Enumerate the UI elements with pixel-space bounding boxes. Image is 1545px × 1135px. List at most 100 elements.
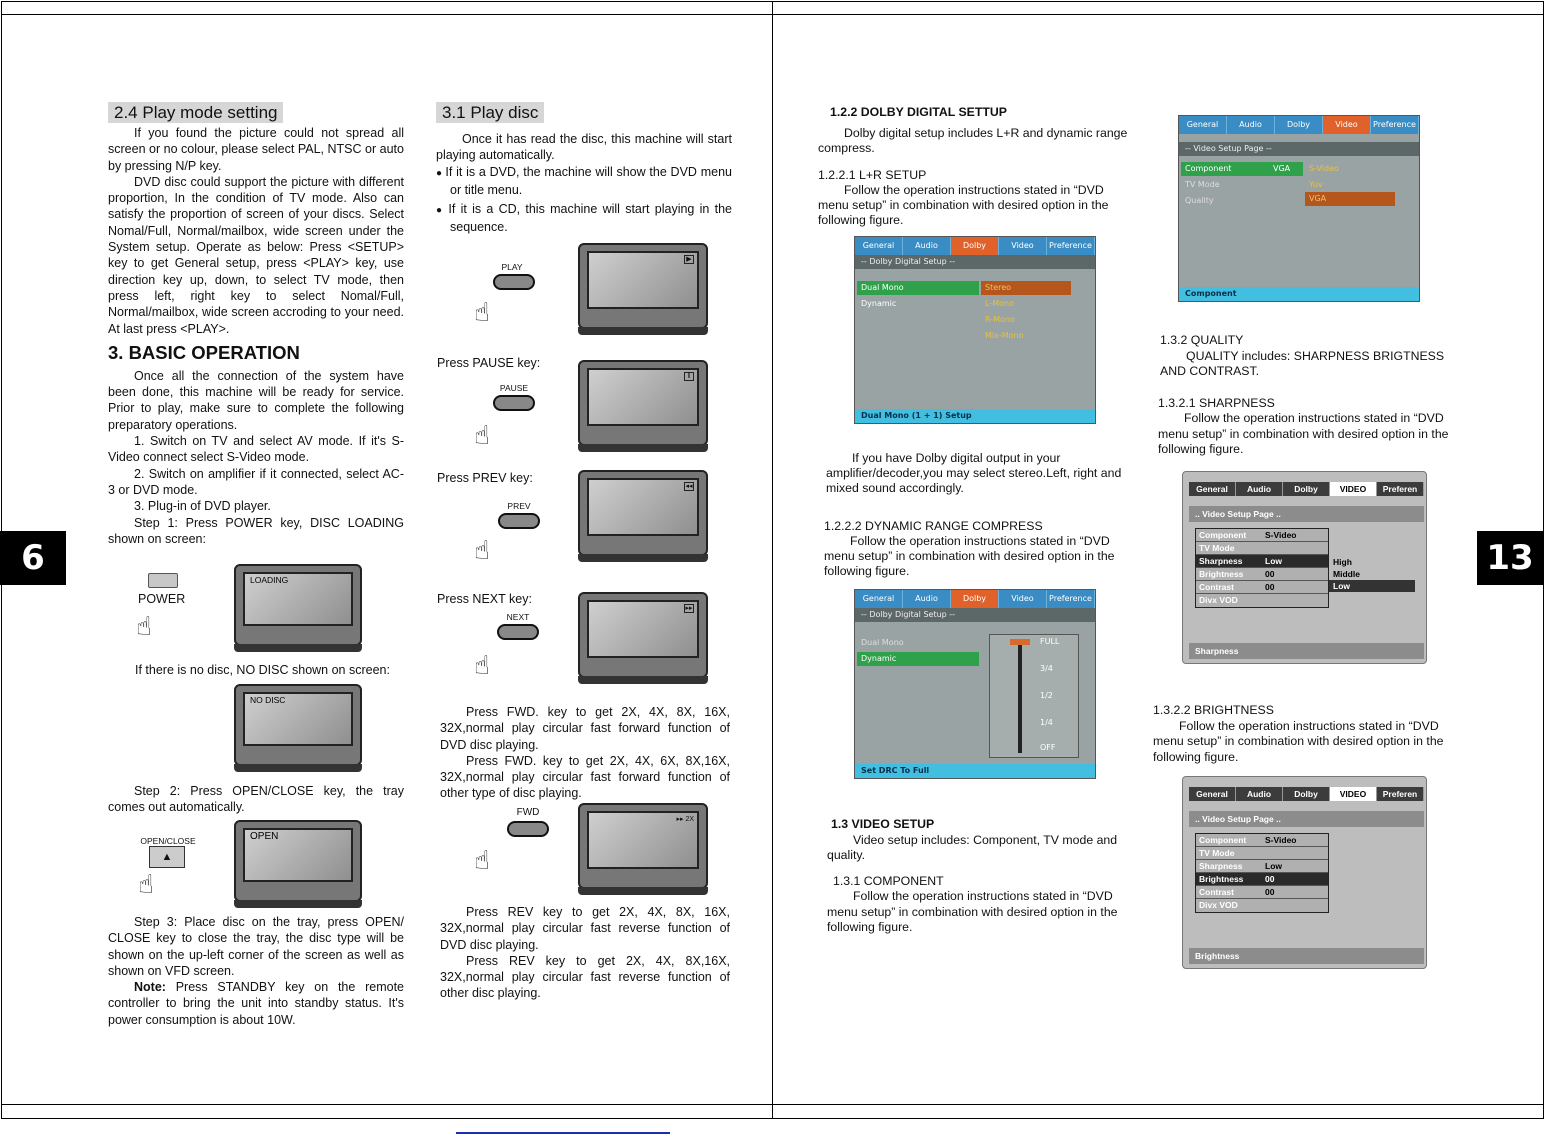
menu-row-dual-mono[interactable]: Dual Mono [861,638,904,647]
heading-lr: 1.2.2.1 L+R SETUP [818,168,927,182]
menu-row-dynamic[interactable]: Dynamic [861,299,897,308]
option-r-mono[interactable]: R-Mono [985,315,1015,324]
rev-para-1: Press REV key to get 2X, 4X, 8X, 16X, 32… [440,905,730,952]
prev-caption: Press PREV key: [437,471,533,485]
row-value: 00 [1265,874,1275,884]
eject-button: ▲ [149,846,185,868]
option-yuv[interactable]: Yuv [1309,180,1323,189]
option-mix-mono[interactable]: Mix-Mono [985,331,1024,340]
menu-row-dual-mono[interactable]: Dual Mono [857,281,979,295]
pause-label: PAUSE [499,383,529,393]
play-label: PLAY [501,262,523,272]
step-list-2: 2. Switch on amplifier if it connected, … [108,466,404,497]
option-middle[interactable]: Middle [1333,569,1360,579]
tv-2x-text: ▸▸ 2X [676,815,694,823]
fwd-icon: ▸▸ [676,816,684,823]
slider-track [1018,639,1022,753]
tab-audio[interactable]: Audio [1236,482,1283,496]
row-label: TV Mode [1199,543,1235,553]
slider-thumb[interactable] [1010,639,1030,645]
heading-brightness: 1.3.2.2 BRIGHTNESS [1153,703,1274,717]
tab-video[interactable]: VIDEO [1330,787,1377,801]
option-stereo[interactable]: Stereo [981,281,1071,295]
tab-video[interactable]: Video [999,237,1047,255]
level-off: OFF [1040,743,1056,752]
row-divx-vod[interactable]: Divx VOD [1196,594,1328,607]
tab-audio[interactable]: Audio [1236,787,1283,801]
tab-general[interactable]: General [855,590,903,608]
tab-preference[interactable]: Preferen [1377,482,1424,496]
note-text: Note: Press STANDBY key on the remote co… [108,979,404,1028]
tab-audio[interactable]: Audio [903,590,951,608]
tab-video[interactable]: Video [1323,116,1371,134]
prev-icon: ◂◂ [684,482,694,491]
level-full: FULL [1040,637,1060,646]
heading-quality: 1.3.2 QUALITY [1160,333,1244,347]
hand-icon: ☝ [474,846,490,876]
para-component: Follow the operation instructions stated… [827,889,1118,934]
menu-row-quality[interactable]: Quality [1185,196,1214,205]
tab-preference[interactable]: Preference [1047,237,1095,255]
option-s-video[interactable]: S-Video [1309,164,1339,173]
para-play-mode-1: If you found the picture could not sprea… [108,126,404,173]
hand-icon: ☝ [474,536,490,566]
drc-slider[interactable]: FULL 3/4 1/2 1/4 OFF [989,634,1079,758]
fwd-button [507,821,549,837]
row-divx-vod[interactable]: Divx VOD [1196,899,1328,912]
row-value: Low [1265,556,1282,566]
brightness-text-block: 1.3.2.2 BRIGHTNESS Follow the operation … [1153,703,1463,765]
tab-dolby[interactable]: Dolby [1283,787,1330,801]
hand-icon: ☝ [138,870,154,900]
menu-subtitle: .. Video Setup Page .. [1189,506,1424,522]
note-body: Press STANDBY key on the remote controll… [108,980,404,1027]
fwd-text: Press FWD. key to get 2X, 4X, 8X, 16X, 3… [440,704,730,802]
prev-button [498,513,540,529]
row-tv-mode[interactable]: TV Mode [1196,847,1328,860]
next-caption: Press NEXT key: [437,592,532,606]
tab-preference[interactable]: Preferen [1377,787,1424,801]
tab-preference[interactable]: Preference [1371,116,1419,134]
tab-video[interactable]: VIDEO [1330,482,1377,496]
menu-row-tv-mode[interactable]: TV Mode [1185,180,1220,189]
step-list-1: 1. Switch on TV and select AV mode. If i… [108,434,404,465]
tab-dolby[interactable]: Dolby [1275,116,1323,134]
tab-dolby[interactable]: Dolby [951,237,999,255]
menu-row-dynamic[interactable]: Dynamic [857,652,979,666]
no-disc-caption: If there is no disc, NO DISC shown on sc… [135,663,390,677]
menu-subtitle: -- Dolby Digital Setup -- [855,255,1095,269]
row-label: Brightness [1199,569,1244,579]
row-value: 00 [1265,887,1275,897]
tab-audio[interactable]: Audio [1227,116,1275,134]
play-button [493,274,535,290]
tab-video[interactable]: Video [999,590,1047,608]
next-button [497,624,539,640]
menu-footer: Dual Mono (1 + 1) Setup [855,409,1095,423]
tab-general[interactable]: General [855,237,903,255]
tab-general[interactable]: General [1179,116,1227,134]
tab-dolby[interactable]: Dolby [951,590,999,608]
tab-dolby[interactable]: Dolby [1283,482,1330,496]
tab-preference[interactable]: Preference [1047,590,1095,608]
speed-2x: 2X [685,816,694,823]
option-l-mono[interactable]: L-Mono [985,299,1014,308]
dolby-text-block: 1.2.2 DOLBY DIGITAL SETTUP Dolby digital… [818,105,1136,228]
option-high[interactable]: High [1333,557,1352,567]
tab-general[interactable]: General [1189,787,1236,801]
tab-audio[interactable]: Audio [903,237,951,255]
menu-subtitle: -- Dolby Digital Setup -- [855,608,1095,622]
row-tv-mode[interactable]: TV Mode [1196,542,1328,555]
tab-general[interactable]: General [1189,482,1236,496]
row-value: S-Video [1265,835,1297,845]
option-low[interactable]: Low [1329,580,1415,592]
option-vga[interactable]: VGA [1305,192,1395,206]
